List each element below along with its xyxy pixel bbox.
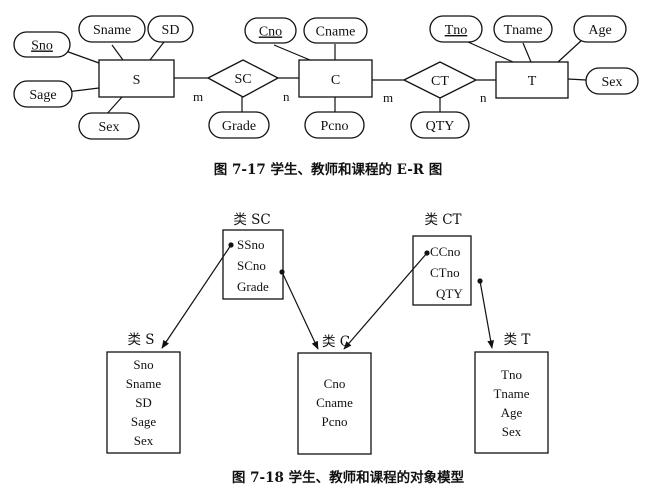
- card-s-sc: m: [193, 89, 203, 104]
- svg-text:Pcno: Pcno: [322, 414, 348, 429]
- class-c-title: 类 C: [322, 334, 350, 350]
- card-c-ct: m: [383, 90, 393, 105]
- svg-text:Cno: Cno: [259, 25, 282, 40]
- class-sc: 类 SC SSno SCno Grade: [222, 212, 284, 300]
- entity-s-label: S: [133, 73, 141, 88]
- svg-text:Age: Age: [501, 405, 523, 420]
- arrow-scno-to-c: [281, 271, 319, 350]
- arrow-ssno-to-s: [161, 244, 232, 349]
- svg-text:Tno: Tno: [445, 23, 468, 38]
- arrow-ctno-to-t: [479, 280, 494, 349]
- class-c: 类 C Cno Cname Pcno: [297, 334, 372, 455]
- reference-arrows: [161, 242, 494, 350]
- class-sc-title: 类 SC: [233, 212, 270, 228]
- attr-tno: Tno: [429, 15, 483, 43]
- attr-sno: Sno: [13, 31, 71, 58]
- svg-text:Sex: Sex: [602, 75, 623, 90]
- svg-text:Tno: Tno: [501, 367, 522, 382]
- relationship-ct-label: CT: [431, 74, 449, 89]
- svg-text:SSno: SSno: [237, 237, 264, 252]
- er-diagram: S C T SC CT Sno Sname SD: [13, 15, 639, 178]
- svg-text:Sex: Sex: [502, 424, 522, 439]
- attr-qty: QTY: [410, 111, 470, 139]
- attr-sd: SD: [147, 15, 194, 43]
- er-caption: 图 7-17 学生、教师和课程的 E-R 图: [214, 161, 442, 178]
- relationship-sc-label: SC: [234, 72, 251, 87]
- attr-pcno: Pcno: [304, 111, 365, 139]
- svg-text:Tname: Tname: [504, 23, 543, 38]
- svg-text:Cno: Cno: [324, 376, 346, 391]
- svg-text:Sage: Sage: [131, 414, 157, 429]
- svg-text:Sname: Sname: [93, 23, 131, 38]
- object-model: 类 SC SSno SCno Grade 类 CT CCno CTno QTY …: [106, 212, 549, 486]
- attr-sex-s: Sex: [78, 112, 140, 140]
- svg-text:CCno: CCno: [430, 244, 460, 259]
- svg-text:Sage: Sage: [29, 88, 56, 103]
- object-model-caption: 图 7-18 学生、教师和课程的对象模型: [232, 469, 465, 486]
- er-connectors: [48, 39, 587, 117]
- class-s-title: 类 S: [127, 332, 154, 348]
- svg-text:QTY: QTY: [426, 119, 455, 134]
- class-ct-title: 类 CT: [424, 212, 461, 228]
- svg-text:Age: Age: [588, 23, 611, 38]
- svg-text:Sname: Sname: [126, 376, 162, 391]
- attr-cno: Cno: [244, 17, 297, 44]
- svg-text:SCno: SCno: [237, 258, 266, 273]
- svg-text:Cname: Cname: [316, 395, 353, 410]
- attr-age: Age: [573, 15, 627, 43]
- svg-text:CTno: CTno: [430, 265, 460, 280]
- card-ct-t: n: [480, 90, 487, 105]
- attr-sname: Sname: [78, 15, 146, 43]
- entity-s: S: [98, 59, 175, 98]
- class-t-title: 类 T: [504, 332, 531, 348]
- svg-text:Grade: Grade: [222, 119, 256, 134]
- svg-text:Sex: Sex: [134, 433, 154, 448]
- arrow-ccno-to-c: [343, 252, 428, 350]
- class-s: 类 S Sno Sname SD Sage Sex: [106, 332, 181, 454]
- svg-text:SD: SD: [135, 395, 152, 410]
- entity-c: C: [298, 59, 373, 98]
- class-ct: 类 CT CCno CTno QTY: [412, 212, 472, 306]
- class-t: 类 T Tno Tname Age Sex: [474, 332, 549, 454]
- svg-text:SD: SD: [162, 23, 180, 38]
- card-sc-c: n: [283, 89, 290, 104]
- svg-text:Tname: Tname: [493, 386, 529, 401]
- attr-cname: Cname: [303, 17, 368, 44]
- entity-t-label: T: [528, 74, 537, 89]
- entity-c-label: C: [331, 73, 340, 88]
- svg-text:Sex: Sex: [99, 120, 120, 135]
- svg-text:Grade: Grade: [237, 279, 269, 294]
- attr-grade: Grade: [208, 111, 270, 139]
- attr-sex-t: Sex: [585, 67, 639, 95]
- attr-sage: Sage: [13, 80, 73, 108]
- attr-tname: Tname: [493, 15, 553, 43]
- svg-text:Sno: Sno: [31, 39, 53, 54]
- svg-text:Cname: Cname: [316, 25, 356, 40]
- svg-text:Pcno: Pcno: [321, 119, 349, 134]
- relationship-sc: SC: [206, 59, 280, 98]
- svg-text:Sno: Sno: [133, 357, 153, 372]
- relationship-ct: CT: [402, 61, 478, 99]
- entity-t: T: [495, 61, 569, 99]
- svg-text:QTY: QTY: [436, 286, 463, 301]
